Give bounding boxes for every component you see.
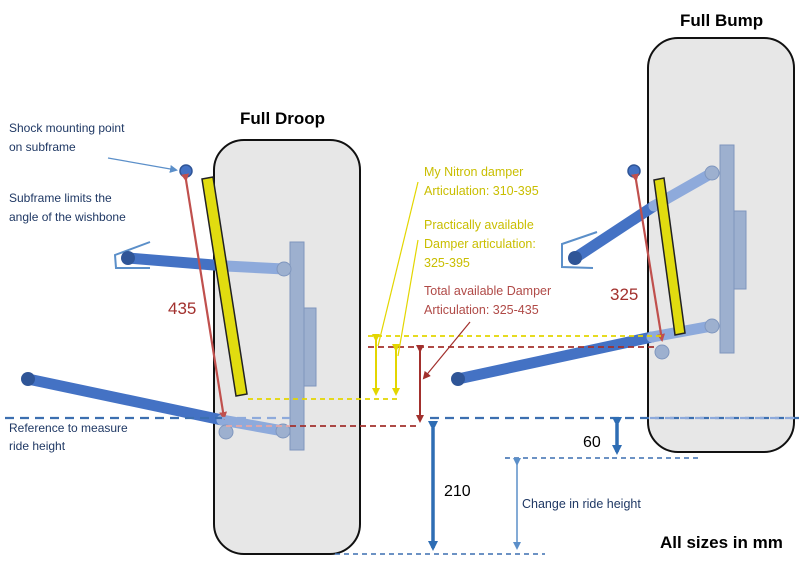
damper-bump	[653, 177, 686, 336]
total-note-line2: Articulation: 325-435	[424, 303, 539, 317]
practical-note-line2: Damper articulation:	[424, 237, 536, 251]
units-note: All sizes in mm	[660, 533, 783, 552]
full-droop-title: Full Droop	[240, 109, 325, 128]
change-ride-height-label: Change in ride height	[522, 497, 641, 511]
nitron-note-line2: Articulation: 310-395	[424, 184, 539, 198]
upright-droop	[289, 241, 317, 451]
subframe-note-line2: angle of the wishbone	[9, 210, 126, 224]
subframe-note-line1: Subframe limits the	[9, 191, 112, 205]
full-bump-title: Full Bump	[680, 11, 763, 30]
total-leader	[422, 321, 471, 380]
droop-length-arrow	[181, 173, 228, 420]
shock-mount-note-line2: on subframe	[9, 140, 76, 154]
shock-mount-note-line1: Shock mounting point	[9, 121, 125, 135]
shock-mount-pointer	[107, 157, 178, 173]
nitron-note-line1: My Nitron damper	[424, 165, 523, 179]
practical-note-line3: 325-395	[424, 256, 470, 270]
shock-mount-point-bump	[627, 164, 641, 178]
reference-note-line1: Reference to measure	[9, 421, 128, 435]
practical-note-line1: Practically available	[424, 218, 534, 232]
droop-length-label: 435	[168, 299, 196, 318]
shock-mount-point-droop	[179, 164, 193, 178]
nitron-leader	[377, 181, 419, 347]
subframe-bracket-droop	[113, 241, 151, 269]
bump-length-label: 325	[610, 285, 638, 304]
ride-height-label: 210	[444, 483, 471, 500]
subframe-bracket-bump	[561, 231, 598, 269]
bump-length-arrow	[631, 173, 665, 342]
total-note-line1: Total available Damper	[424, 284, 551, 298]
upright-bump	[719, 144, 747, 354]
damper-droop	[201, 176, 248, 397]
bump-drop-label: 60	[583, 434, 601, 451]
practical-leader	[397, 239, 419, 357]
reference-note-line2: ride height	[9, 439, 66, 453]
